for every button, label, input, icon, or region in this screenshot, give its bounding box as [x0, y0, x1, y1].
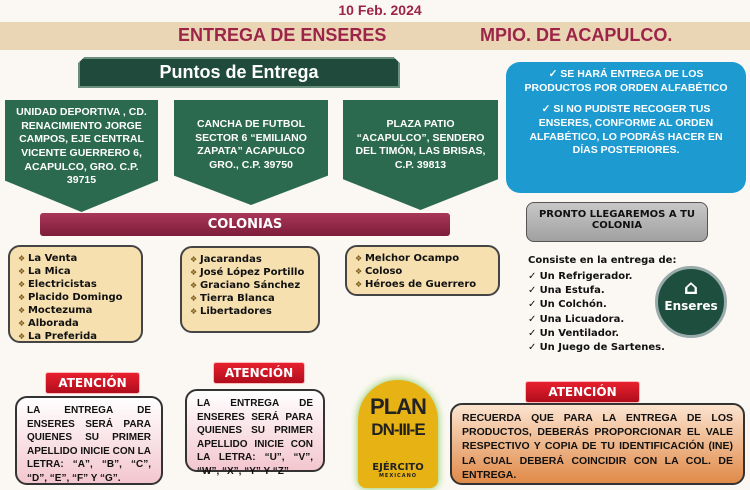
punto-text: CANCHA DE FUTBOL SECTOR 6 “EMILIANO ZAPA… — [195, 118, 307, 171]
header-municipality: MPIO. DE ACAPULCO. — [480, 25, 673, 45]
pronto-box: PRONTO LLEGAREMOS A TU COLONIA — [526, 202, 708, 242]
list-item: Placido Domingo — [18, 291, 133, 304]
atencion-badge-1: ATENCIÓN — [45, 372, 140, 394]
list-item: Melchor Ocampo — [355, 252, 490, 265]
colonias-list-3: Melchor Ocampo Coloso Héroes de Guerrero — [345, 245, 500, 296]
list-item: Electricistas — [18, 278, 133, 291]
info-2: ✓ SI NO PUDISTE RECOGER TUS ENSERES, CON… — [529, 103, 723, 157]
plan-dn-iii-e-logo: PLAN DN-III-E EJÉRCITO MEXICANO — [358, 380, 438, 488]
logo-line3: EJÉRCITO — [372, 462, 424, 473]
info-box: ✓ SE HARÁ ENTREGA DE LOS PRODUCTOS POR O… — [506, 62, 746, 193]
header-title: ENTREGA DE ENSERES — [178, 25, 387, 45]
list-item: Héroes de Guerrero — [355, 278, 490, 291]
punto-text: UNIDAD DEPORTIVA , CD. RENACIMIENTO JORG… — [16, 106, 147, 187]
date: 10 Feb. 2024 — [338, 2, 422, 18]
items-list: Un Refrigerador. Una Estufa. Un Colchón.… — [528, 270, 665, 355]
list-item: Coloso — [355, 265, 490, 278]
list-item: Una Estufa. — [528, 284, 665, 298]
colonias-list-2: Jacarandas José López Portillo Graciano … — [180, 246, 320, 333]
list-item: Tierra Blanca — [190, 292, 310, 305]
list-item: Un Colchón. — [528, 298, 665, 312]
atencion-badge-3: ATENCIÓN — [525, 381, 640, 403]
logo-line1: PLAN — [370, 394, 427, 419]
house-icon: ⌂ — [683, 275, 699, 299]
list-item: Alborada — [18, 317, 133, 330]
list-item: Un Juego de Sartenes. — [528, 341, 665, 355]
colonias-list-1: La Venta La Mica Electricistas Placido D… — [8, 245, 143, 343]
puntos-title: Puntos de Entrega — [78, 57, 400, 88]
list-item: Libertadores — [190, 305, 310, 318]
note-3: RECUERDA QUE PARA LA ENTREGA DE LOS PROD… — [450, 403, 745, 485]
atencion-badge-2: ATENCIÓN — [213, 362, 305, 384]
note-1: LA ENTREGA DE ENSERES SERÁ PARA QUIENES … — [15, 396, 163, 485]
punto-2: CANCHA DE FUTBOL SECTOR 6 “EMILIANO ZAPA… — [174, 100, 328, 205]
list-item: La Preferida — [18, 330, 133, 343]
consiste-label: Consiste en la entrega de: — [528, 255, 677, 266]
header-band — [0, 22, 750, 50]
enseres-badge: ⌂ Enseres — [655, 266, 727, 338]
enseres-label: Enseres — [664, 299, 718, 313]
punto-3: PLAZA PATIO “ACAPULCO”, SENDERO DEL TIMÓ… — [343, 100, 498, 210]
list-item: Un Refrigerador. — [528, 270, 665, 284]
list-item: Graciano Sánchez — [190, 279, 310, 292]
punto-1: UNIDAD DEPORTIVA , CD. RENACIMIENTO JORG… — [5, 100, 158, 212]
info-1: ✓ SE HARÁ ENTREGA DE LOS PRODUCTOS POR O… — [524, 68, 728, 94]
list-item: La Mica — [18, 265, 133, 278]
list-item: La Venta — [18, 252, 133, 265]
note-2: LA ENTREGA DE ENSERES SERÁ PARA QUIENES … — [185, 389, 325, 477]
list-item: Moctezuma — [18, 304, 133, 317]
logo-line4: MEXICANO — [378, 473, 418, 479]
colonias-bar: COLONIAS — [40, 213, 450, 236]
list-item: Una Licuadora. — [528, 313, 665, 327]
punto-text: PLAZA PATIO “ACAPULCO”, SENDERO DEL TIMÓ… — [355, 118, 486, 171]
list-item: José López Portillo — [190, 266, 310, 279]
logo-line2: DN-III-E — [371, 420, 425, 439]
list-item: Un Ventilador. — [528, 327, 665, 341]
list-item: Jacarandas — [190, 253, 310, 266]
